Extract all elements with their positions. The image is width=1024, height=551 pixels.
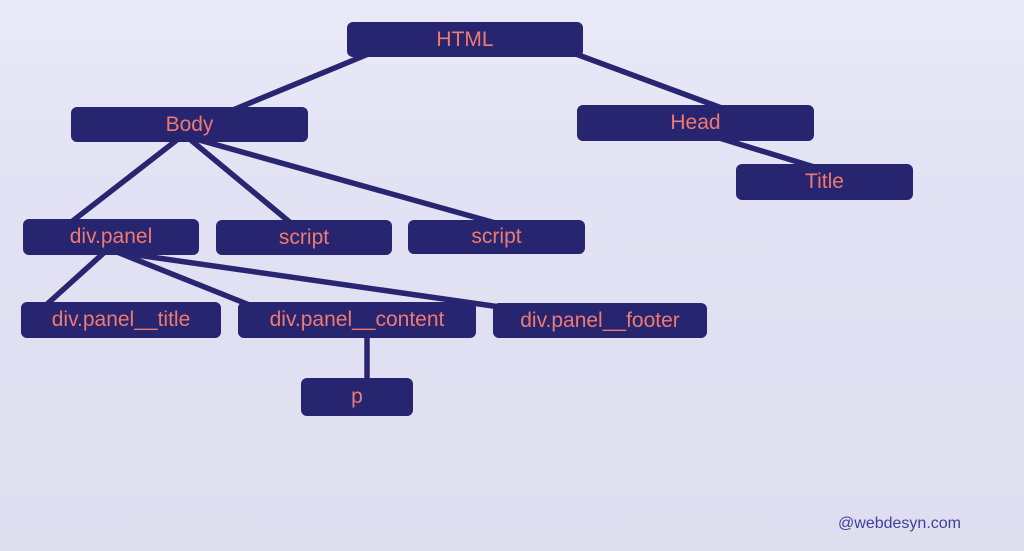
- node-head: Head: [577, 105, 814, 141]
- node-script-2: script: [408, 220, 585, 254]
- node-body: Body: [71, 107, 308, 142]
- edge-body-divpanel: [67, 133, 185, 226]
- edge-body-script1: [183, 133, 295, 227]
- edge-html-body: [225, 47, 381, 115]
- node-div-panel: div.panel: [23, 219, 199, 255]
- edge-body-script2: [189, 135, 502, 227]
- node-div-panel-footer: div.panel__footer: [493, 303, 707, 338]
- node-script-1: script: [216, 220, 392, 255]
- node-html: HTML: [347, 22, 583, 57]
- node-div-panel-title: div.panel__title: [21, 302, 221, 338]
- node-title: Title: [736, 164, 913, 200]
- edge-divpanel-panelfooter: [113, 249, 503, 310]
- edge-divpanel-paneltitle: [42, 247, 110, 309]
- edge-divpanel-panelcontent: [109, 247, 255, 309]
- node-p: p: [301, 378, 413, 416]
- watermark: @webdesyn.com: [838, 515, 961, 532]
- node-div-panel-content: div.panel__content: [238, 302, 476, 338]
- edge-html-head: [562, 47, 730, 113]
